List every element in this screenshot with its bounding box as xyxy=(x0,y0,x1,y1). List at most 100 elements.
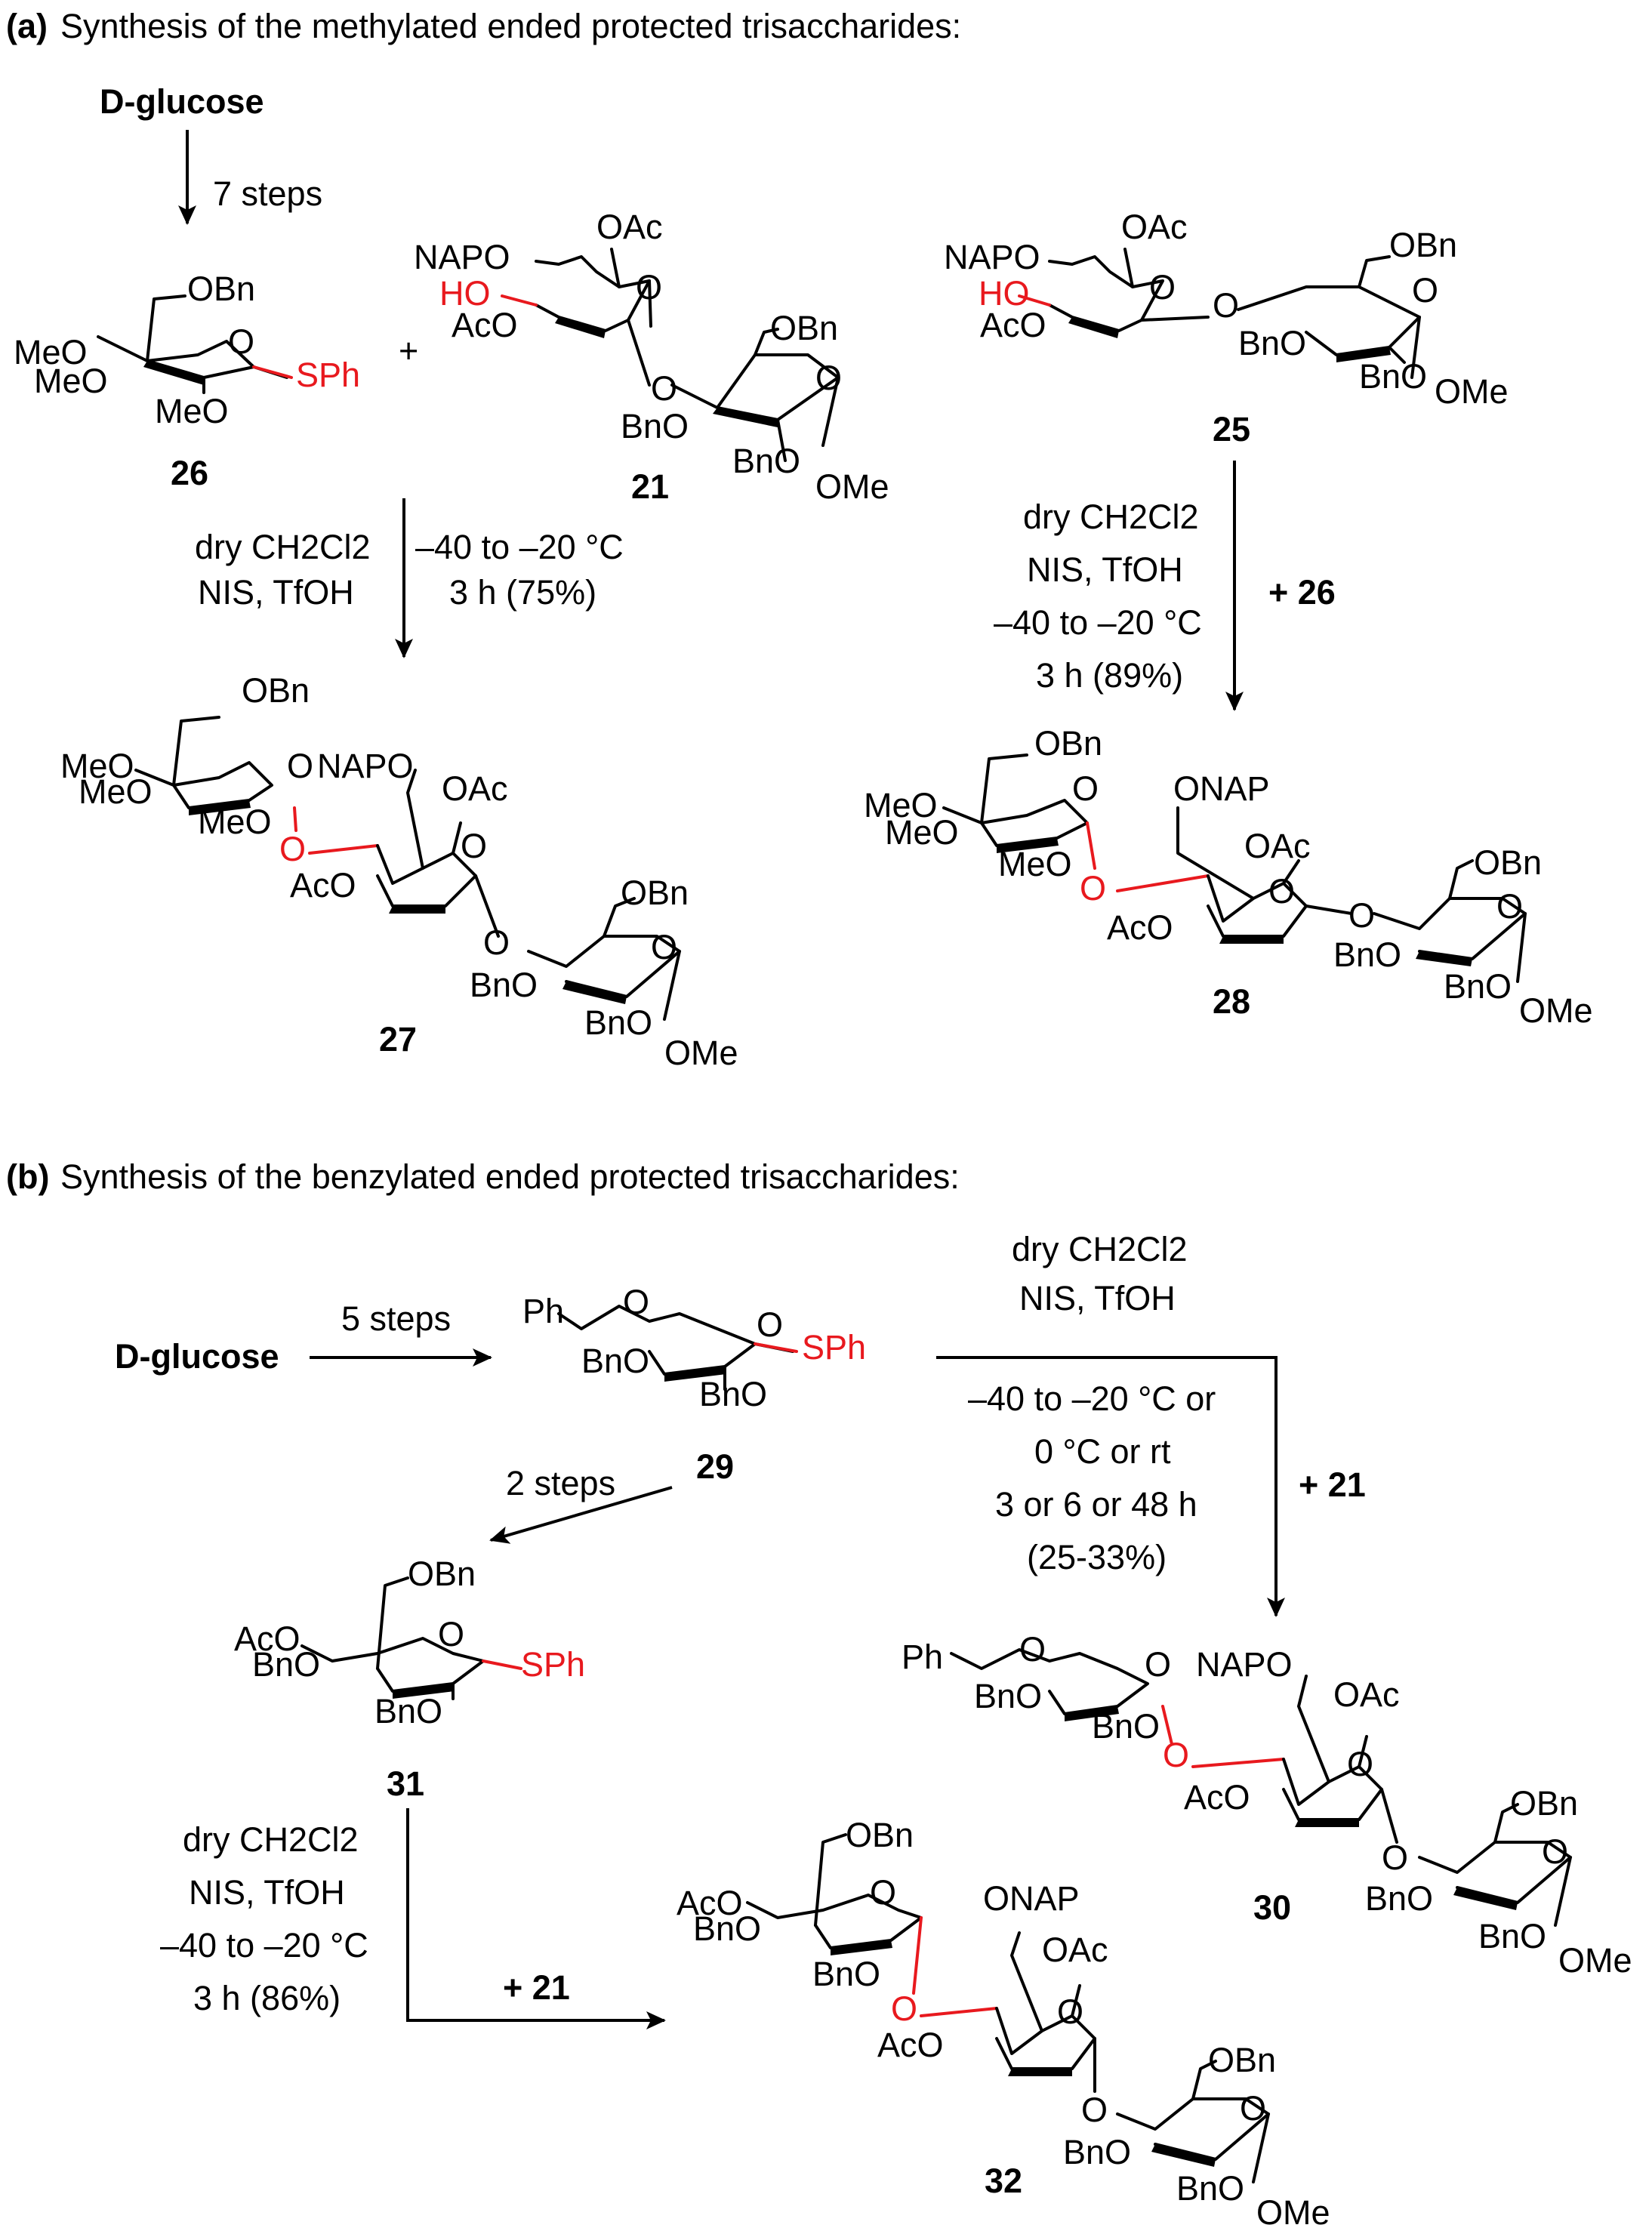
label-obn: OBn xyxy=(1034,724,1102,763)
arrow-29-to-31 xyxy=(489,1486,673,1544)
part-a-tag: (a) xyxy=(6,7,48,45)
compound-32: OBn O ONAP AcO BnO BnO O OAc AcO O O OBn… xyxy=(677,1816,1330,2228)
compound-id-30: 30 xyxy=(1253,1888,1291,1927)
label-aco: AcO xyxy=(452,306,518,344)
label-napo: NAPO xyxy=(317,747,414,785)
label-obn: OBn xyxy=(1474,843,1542,882)
label-meo-2: MeO xyxy=(34,362,108,400)
compound-id-21: 21 xyxy=(631,467,669,506)
cond-b-low-4: 3 h (86%) xyxy=(193,1979,341,2017)
label-obn: OBn xyxy=(1208,2041,1276,2079)
label-oac: OAc xyxy=(1121,208,1188,246)
label-bno-4: BnO xyxy=(1176,2169,1244,2208)
label-glyco-o: O xyxy=(483,923,510,962)
label-ring-o: O xyxy=(438,1615,464,1653)
label-sph: SPh xyxy=(521,1645,585,1684)
label-aco-2: AcO xyxy=(877,2026,944,2064)
compound-id-26: 26 xyxy=(171,454,208,492)
label-bno-2: BnO xyxy=(374,1692,442,1730)
label-meo-2: MeO xyxy=(885,813,959,852)
label-acetal-o: O xyxy=(1019,1630,1046,1669)
label-bno-1: BnO xyxy=(470,966,538,1004)
cond-b-top-1: dry CH2Cl2 xyxy=(1012,1230,1188,1268)
label-ring-o: O xyxy=(636,268,662,307)
label-ho: HO xyxy=(979,274,1030,313)
cond-a-right-2: 3 h (75%) xyxy=(449,573,596,612)
part-b-tag: (b) xyxy=(6,1157,49,1196)
label-ring-o: O xyxy=(228,322,254,361)
part-a-start-material: D-glucose xyxy=(100,82,264,121)
label-ome: OMe xyxy=(815,467,889,506)
label-glyco-o: O xyxy=(651,369,677,408)
label-ph: Ph xyxy=(522,1292,564,1330)
label-bno-1: BnO xyxy=(581,1342,649,1380)
cond-b-mid-1: –40 to –20 °C or xyxy=(968,1379,1216,1418)
label-ring-o: O xyxy=(651,928,677,966)
compound-id-28: 28 xyxy=(1213,982,1250,1021)
part-b-steps5-label: 5 steps xyxy=(341,1299,451,1338)
compound-25: OAc NAPO HO AcO O O OBn O BnO BnO OMe 25 xyxy=(944,208,1509,448)
label-obn: OBn xyxy=(242,671,310,710)
cond-b-mid-4: (25-33%) xyxy=(1027,1538,1167,1576)
label-ph: Ph xyxy=(902,1638,943,1676)
label-aco: AcO xyxy=(1184,1778,1250,1817)
plus-21-a: + 21 xyxy=(1299,1465,1366,1504)
plus-26: + 26 xyxy=(1268,573,1336,612)
arrow-31-to-32 xyxy=(406,1808,666,2029)
label-oac: OAc xyxy=(442,769,508,808)
label-glyco-o: O xyxy=(1213,286,1239,325)
label-obn: OBn xyxy=(408,1555,476,1593)
label-napo: NAPO xyxy=(1196,1645,1293,1684)
label-oac: OAc xyxy=(1333,1675,1400,1714)
cond-b-low-1: dry CH2Cl2 xyxy=(183,1820,359,1859)
cond-b-top-2: NIS, TfOH xyxy=(1019,1279,1176,1317)
label-bno-2: BnO xyxy=(584,1003,652,1042)
cond-a-left-2: NIS, TfOH xyxy=(198,573,354,612)
compound-id-27: 27 xyxy=(379,1020,417,1059)
cond-b-mid-3: 3 or 6 or 48 h xyxy=(995,1485,1197,1524)
compound-id-29: 29 xyxy=(696,1447,734,1486)
label-glyco-o-red: O xyxy=(279,830,306,868)
label-bno-3: BnO xyxy=(1063,2133,1131,2171)
label-aco-1: AcO xyxy=(677,1884,743,1922)
label-ring-o: O xyxy=(1412,271,1438,310)
cond-a-left-1: dry CH2Cl2 xyxy=(195,528,371,566)
label-ring-o: O xyxy=(1240,2089,1266,2128)
label-glyco-o: O xyxy=(1382,1838,1408,1877)
compound-id-31: 31 xyxy=(387,1764,424,1803)
label-sph: SPh xyxy=(802,1328,866,1367)
label-bno-2: BnO xyxy=(812,1955,880,1993)
label-ring-o: O xyxy=(1496,887,1523,926)
label-obn: OBn xyxy=(1510,1784,1578,1823)
label-obn: OBn xyxy=(770,309,838,347)
label-meo-1: MeO xyxy=(864,786,938,824)
label-ome: OMe xyxy=(1519,991,1593,1030)
label-aco: AcO xyxy=(980,306,1046,344)
label-acetal-o: O xyxy=(623,1283,649,1321)
compound-id-32: 32 xyxy=(985,2162,1022,2200)
label-ome: OMe xyxy=(1256,2193,1330,2228)
label-onap: ONAP xyxy=(983,1879,1080,1918)
compound-30: Ph O O NAPO BnO BnO O OAc AcO O O OBn O … xyxy=(902,1630,1632,1980)
compound-21: OAc NAPO HO AcO O O OBn O BnO BnO OMe 21 xyxy=(414,208,889,506)
label-obn: OBn xyxy=(1389,226,1457,264)
label-ho: HO xyxy=(439,274,491,313)
label-ring-o: O xyxy=(815,359,842,397)
compound-26: OBn O SPh MeO MeO MeO 26 xyxy=(14,270,360,492)
label-ring-o: O xyxy=(1072,769,1099,808)
part-b-header: (b) Synthesis of the benzylated ended pr… xyxy=(6,1157,960,1196)
part-b-title: Synthesis of the benzylated ended protec… xyxy=(60,1157,960,1196)
label-bno-2: BnO xyxy=(732,442,800,480)
label-bno-2: BnO xyxy=(1444,967,1512,1006)
cond-b-mid-2: 0 °C or rt xyxy=(1034,1432,1171,1471)
plus-21-b: + 21 xyxy=(503,1968,570,2007)
cond-a-b-2: NIS, TfOH xyxy=(1027,550,1183,589)
label-glyco-o: O xyxy=(1081,2091,1108,2129)
label-sph: SPh xyxy=(296,356,360,394)
label-bno-1: BnO xyxy=(974,1677,1042,1715)
label-ring-o: O xyxy=(1347,1745,1373,1783)
cond-b-low-2: NIS, TfOH xyxy=(189,1873,345,1912)
label-napo: NAPO xyxy=(944,238,1040,276)
cond-a-right-1: –40 to –20 °C xyxy=(415,528,624,566)
label-onap: ONAP xyxy=(1173,769,1270,808)
